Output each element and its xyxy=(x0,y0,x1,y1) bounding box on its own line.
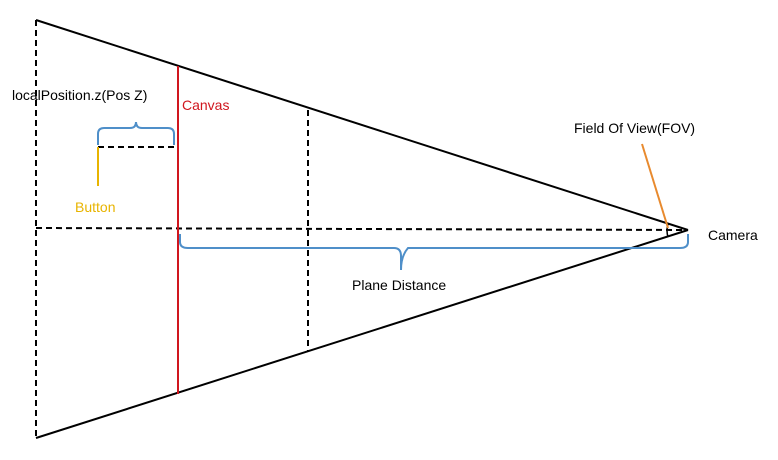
button-label: Button xyxy=(75,199,115,215)
fov-pointer-line xyxy=(641,143,669,229)
camera-label: Camera xyxy=(708,227,758,243)
fov-angle-arc xyxy=(666,223,669,238)
local-position-label: localPosition.z(Pos Z) xyxy=(12,87,147,103)
view-axis-line xyxy=(35,227,689,231)
pos-z-brace xyxy=(97,121,175,145)
canvas-label: Canvas xyxy=(182,97,229,113)
frustum-bottom-edge xyxy=(35,229,689,439)
plane-distance-label: Plane Distance xyxy=(352,277,446,293)
frustum-top-edge xyxy=(35,19,689,231)
plane-distance-brace xyxy=(179,234,689,271)
fov-label: Field Of View(FOV) xyxy=(574,120,695,136)
